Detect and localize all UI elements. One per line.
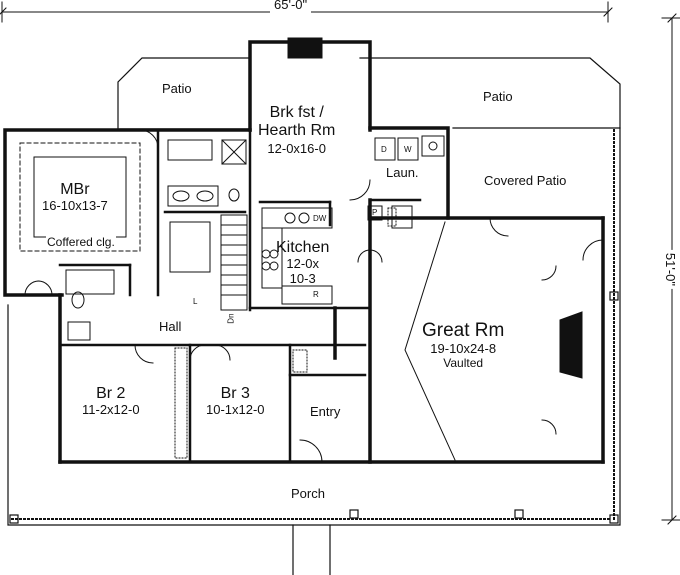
kitchen-counters <box>261 207 333 305</box>
patio-right-label: Patio <box>483 89 513 104</box>
linen-tag: L <box>193 297 198 306</box>
closet-rods <box>174 207 397 459</box>
bedroom-2-label: Br 2 11-2x12-0 <box>82 385 140 418</box>
bedroom-3-label: Br 3 10-1x12-0 <box>206 385 265 418</box>
patio-left-label: Patio <box>162 81 192 96</box>
breakfast-size: 12-0x16-0 <box>267 140 326 156</box>
kitchen-size-line2: 10-3 <box>289 271 316 287</box>
great-room-angle-line <box>404 221 456 461</box>
porch-label: Porch <box>291 486 325 501</box>
hall-label: Hall <box>159 319 182 334</box>
staircase <box>220 214 248 311</box>
br2-size: 11-2x12-0 <box>82 402 140 418</box>
br3-name: Br 3 <box>220 385 250 402</box>
door-swings <box>24 129 604 463</box>
covered-patio-label: Covered Patio <box>484 173 567 188</box>
dishwasher-tag: DW <box>313 214 327 223</box>
great-room-size: 19-10x24-8 <box>430 340 497 356</box>
mbr-ceiling-note: Coffered clg. <box>46 235 116 250</box>
width-dimension: 65'-0" <box>270 0 312 13</box>
entry-label: Entry <box>310 404 341 419</box>
br2-name: Br 2 <box>96 385 126 402</box>
coffered-ceiling-outline <box>19 142 141 252</box>
laundry-fixtures <box>367 135 445 229</box>
mbr-name: MBr <box>60 181 90 198</box>
great-room-note: Vaulted <box>443 355 484 370</box>
fireplace-great-room <box>559 311 583 379</box>
exterior-walls <box>3 40 605 464</box>
washer-tag: W <box>404 145 412 154</box>
refrigerator-tag: R <box>313 290 319 299</box>
br3-size: 10-1x12-0 <box>206 402 265 418</box>
pantry-tag: P <box>372 208 378 217</box>
kitchen-size-line1: 12-0x <box>286 256 319 272</box>
great-room-name: Great Rm <box>422 320 505 341</box>
depth-dimension: 51'-0" <box>662 249 678 290</box>
porch-railing <box>11 129 615 520</box>
dryer-tag: D <box>381 145 387 154</box>
interior-walls <box>58 128 422 464</box>
bath-fixtures <box>65 139 247 341</box>
breakfast-hearth-room-label: Brk fst / Hearth Rm 12-0x16-0 <box>258 104 335 157</box>
breakfast-name-line2: Hearth Rm <box>258 122 336 140</box>
stairs-down-tag: Dn <box>226 313 236 324</box>
breakfast-name-line1: Brk fst / <box>269 104 324 121</box>
great-room-label: Great Rm 19-10x24-8 Vaulted <box>422 320 504 371</box>
kitchen-label: Kitchen 12-0x 10-3 <box>276 239 329 287</box>
fireplace-top <box>287 37 323 59</box>
mbr-size: 16-10x13-7 <box>42 198 108 214</box>
laundry-label: Laun. <box>386 165 419 180</box>
master-bedroom-label: MBr 16-10x13-7 <box>42 181 108 214</box>
kitchen-name: Kitchen <box>276 239 330 256</box>
